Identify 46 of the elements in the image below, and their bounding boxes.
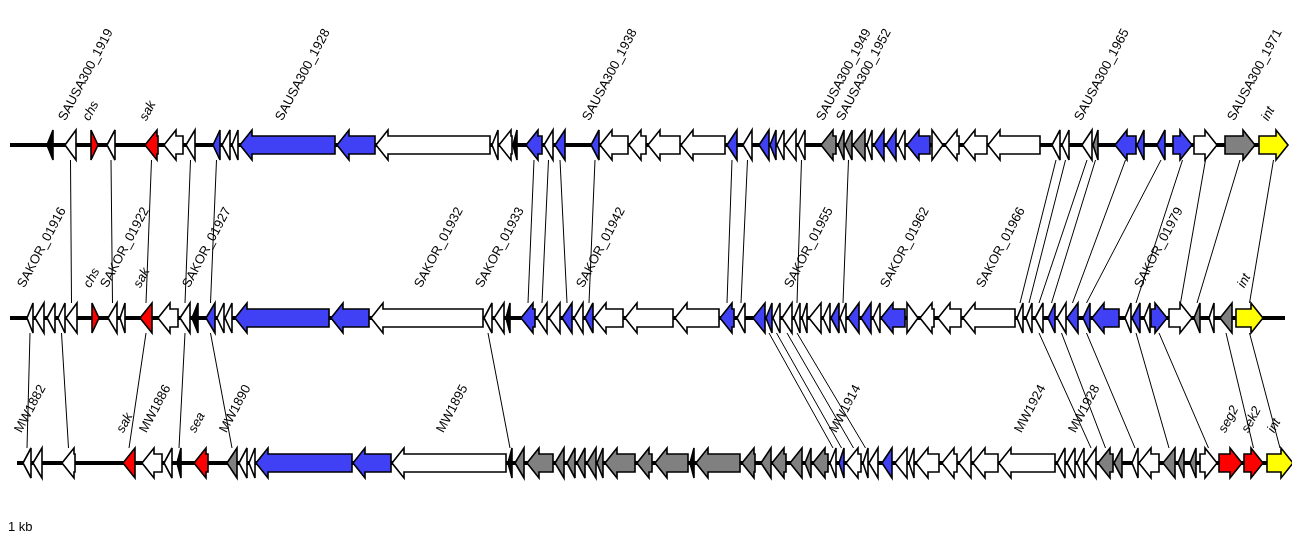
homology-line <box>559 159 568 304</box>
homology-line <box>1135 159 1183 304</box>
homology-line <box>796 332 866 449</box>
homology-line <box>768 332 834 449</box>
homology-line <box>1086 159 1162 304</box>
scale-label: 1 kb <box>8 519 33 534</box>
homology-line <box>70 159 72 304</box>
homology-line <box>776 332 842 449</box>
homology-line <box>527 159 535 304</box>
homology-line <box>541 159 549 304</box>
homology-line <box>178 332 186 449</box>
homology-line <box>1061 332 1106 449</box>
homology-line <box>726 159 733 304</box>
homology-line <box>1135 332 1170 449</box>
homology-line <box>1086 332 1136 449</box>
homology-line <box>740 159 748 304</box>
homology-line <box>184 159 191 304</box>
homology-line <box>61 332 69 449</box>
homology-line <box>145 159 152 304</box>
homology-line <box>1158 332 1209 449</box>
homology-line <box>487 332 511 449</box>
gene-label: sak <box>135 98 158 123</box>
gene-label: sea <box>184 409 208 435</box>
homology-line <box>26 332 31 449</box>
homology-line <box>1028 159 1066 304</box>
homology-line <box>1249 332 1281 449</box>
homology-line <box>796 159 802 304</box>
homology-line <box>786 332 854 449</box>
homology-line <box>1180 159 1206 304</box>
homology-line <box>1019 159 1057 304</box>
homology-line <box>1072 159 1126 304</box>
homology-line <box>110 159 113 304</box>
homology-line <box>1196 159 1241 304</box>
homology-line <box>1249 159 1274 304</box>
gene-label: sak <box>112 410 136 435</box>
homology-line <box>1038 332 1092 449</box>
homology-line <box>588 159 596 304</box>
homology-line <box>1225 332 1254 449</box>
gene-label: int <box>1233 270 1253 290</box>
homology-line <box>1051 159 1096 304</box>
homology-line <box>128 332 147 449</box>
homology-line <box>210 159 217 304</box>
homology-line <box>210 332 233 449</box>
homology-line <box>1038 159 1088 304</box>
homology-line <box>842 159 849 304</box>
gene-label: int <box>1263 415 1284 435</box>
